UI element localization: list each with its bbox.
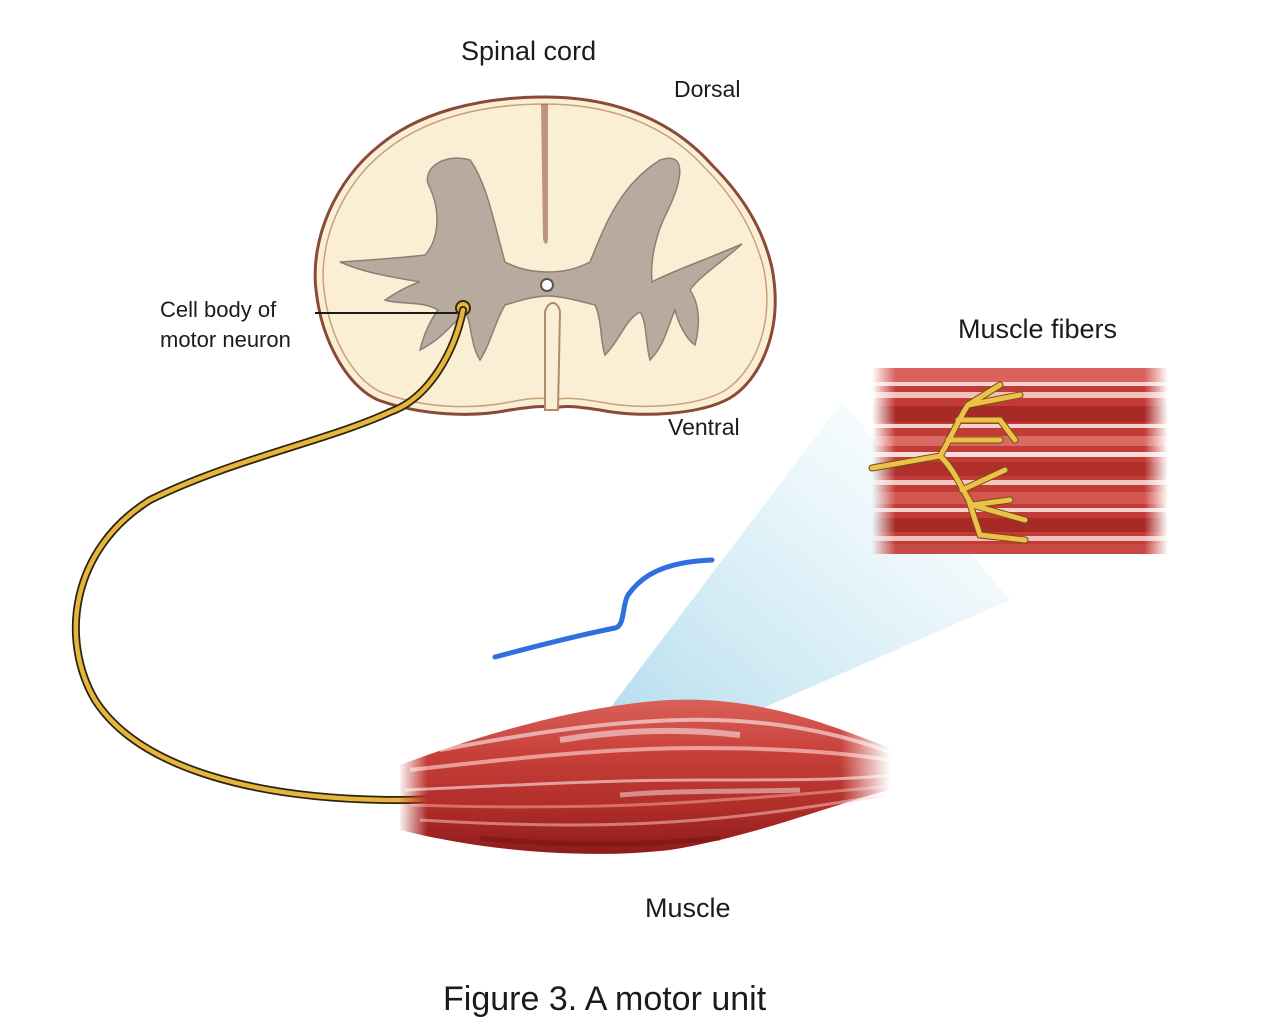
dorsal-label: Dorsal <box>674 76 741 102</box>
muscle-illustration <box>400 699 891 854</box>
ventral-median-fissure <box>544 302 562 411</box>
cell-body-label-line1: Cell body of <box>160 297 277 322</box>
central-canal <box>540 278 554 292</box>
ventral-label: Ventral <box>668 414 740 440</box>
grey-matter <box>339 157 743 362</box>
spinal-cord-label: Spinal cord <box>461 36 597 66</box>
muscle-fibers-label: Muscle fibers <box>958 314 1118 344</box>
cell-body-label-line2: motor neuron <box>160 327 291 352</box>
figure-caption: Figure 3. A motor unit <box>443 980 767 1018</box>
nerve-terminal-branches <box>868 381 1029 544</box>
muscle-fibers-inset <box>872 368 1168 554</box>
handwritten-annotation-stroke <box>492 557 715 660</box>
dorsal-median-sulcus <box>541 104 548 244</box>
cell-body-label: Cell body of motor neuron <box>160 295 291 355</box>
muscle-label: Muscle <box>645 893 731 923</box>
spinal-cord-cross-section <box>313 95 777 416</box>
